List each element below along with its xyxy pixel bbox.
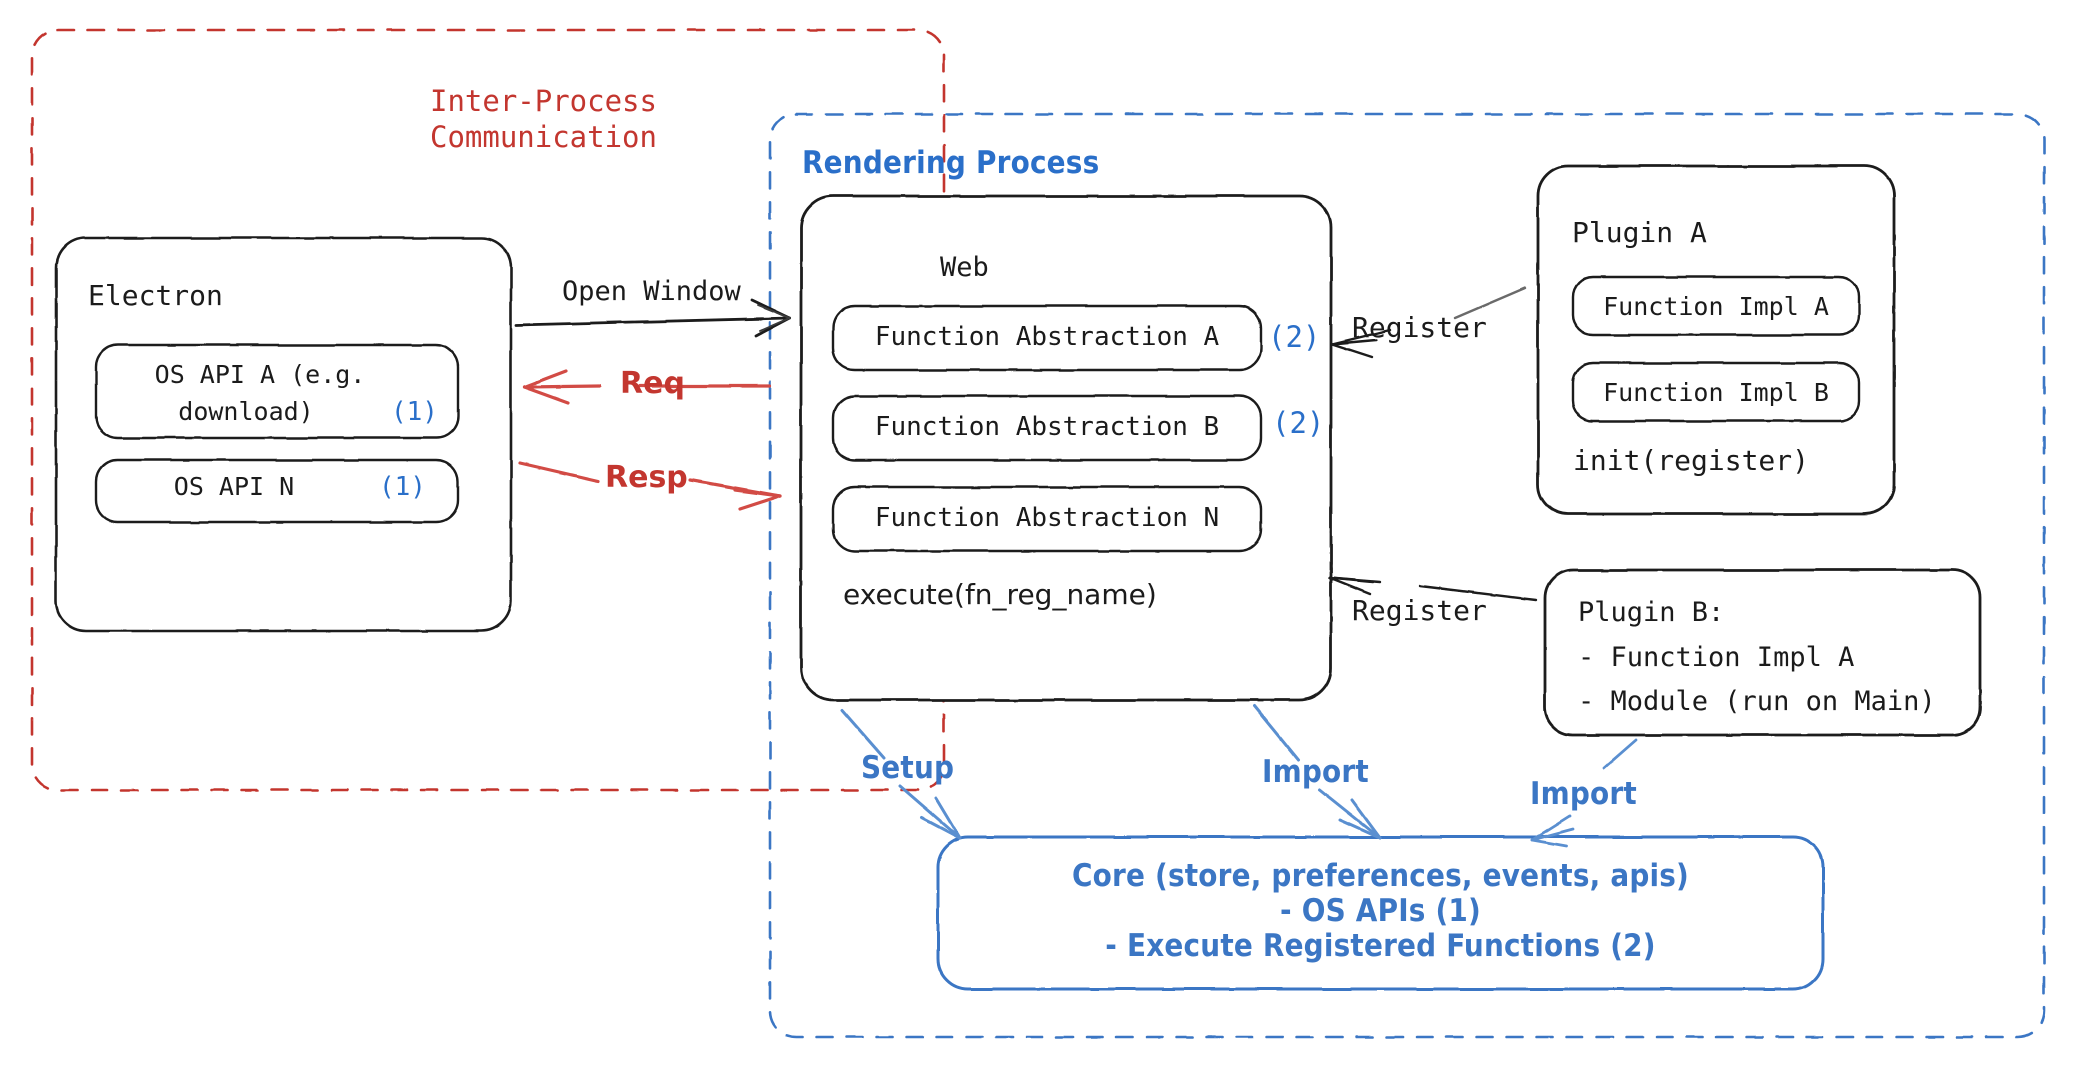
- plugin-b-line3: - Module (run on Main): [1578, 686, 1936, 717]
- ipc-label-line2: Communication: [430, 120, 657, 154]
- edge-label-setup: Setup: [861, 750, 955, 786]
- rendering-process-label: Rendering Process: [802, 145, 1100, 181]
- web-item-b-marker: (2): [1272, 406, 1325, 440]
- ipc-container-outline: [30, 28, 946, 792]
- core-line1: Core (store, preferences, events, apis): [1071, 858, 1690, 894]
- rendering-container-outline: [768, 112, 2046, 1039]
- edge-req: [522, 369, 772, 405]
- plugin-a-title: Plugin A: [1572, 216, 1707, 249]
- edge-resp: [518, 461, 782, 511]
- web-item-b-label: Function Abstraction B: [874, 412, 1220, 442]
- electron-item-os-api-a-line1: OS API A (e.g.: [154, 360, 366, 389]
- core-line2: - OS APIs (1): [1280, 893, 1481, 929]
- plugin-a-item-b-label: Function Impl B: [1603, 378, 1829, 407]
- edge-import-web: [1252, 704, 1382, 840]
- plugin-b-line2: - Function Impl A: [1578, 642, 1855, 673]
- edge-label-req: Req: [620, 366, 685, 401]
- plugin-b-line1: Plugin B:: [1578, 597, 1725, 628]
- electron-title: Electron: [88, 279, 223, 312]
- edge-label-register-a: Register: [1352, 311, 1487, 344]
- edge-label-import-plugin: Import: [1530, 776, 1637, 812]
- plugin-a-box-outline: [1536, 164, 1896, 516]
- web-title: Web: [940, 252, 989, 283]
- web-box-outline: [799, 194, 1333, 702]
- edge-open-window: [514, 298, 792, 338]
- edge-label-resp: Resp: [605, 460, 688, 495]
- electron-item-os-api-a-marker: (1): [391, 397, 438, 427]
- web-item-n-label: Function Abstraction N: [874, 503, 1220, 533]
- web-item-a-marker: (2): [1268, 320, 1321, 354]
- plugin-a-footer-init: init(register): [1573, 444, 1810, 477]
- ipc-label-line1: Inter-Process: [430, 84, 657, 118]
- edge-label-register-b: Register: [1352, 594, 1487, 627]
- web-item-a-label: Function Abstraction A: [874, 322, 1220, 352]
- edge-register-b: [1328, 576, 1538, 602]
- electron-item-os-api-n-label: OS API N: [173, 472, 295, 501]
- edge-setup: [840, 708, 962, 840]
- edge-label-open-window: Open Window: [562, 276, 741, 307]
- core-line3: - Execute Registered Functions (2): [1105, 928, 1656, 964]
- edge-label-import-web: Import: [1262, 754, 1369, 790]
- web-footer-execute: execute(fn_reg_name): [843, 578, 1157, 611]
- plugin-a-item-a-label: Function Impl A: [1603, 292, 1829, 321]
- electron-box-outline: [54, 236, 513, 633]
- electron-item-os-api-a-line2: download): [178, 397, 314, 426]
- electron-item-os-api-n-marker: (1): [379, 472, 426, 502]
- edge-import-plugin: [1530, 738, 1638, 848]
- plugin-b-box-outline: [1543, 568, 1982, 737]
- edge-register-a: [1330, 286, 1527, 359]
